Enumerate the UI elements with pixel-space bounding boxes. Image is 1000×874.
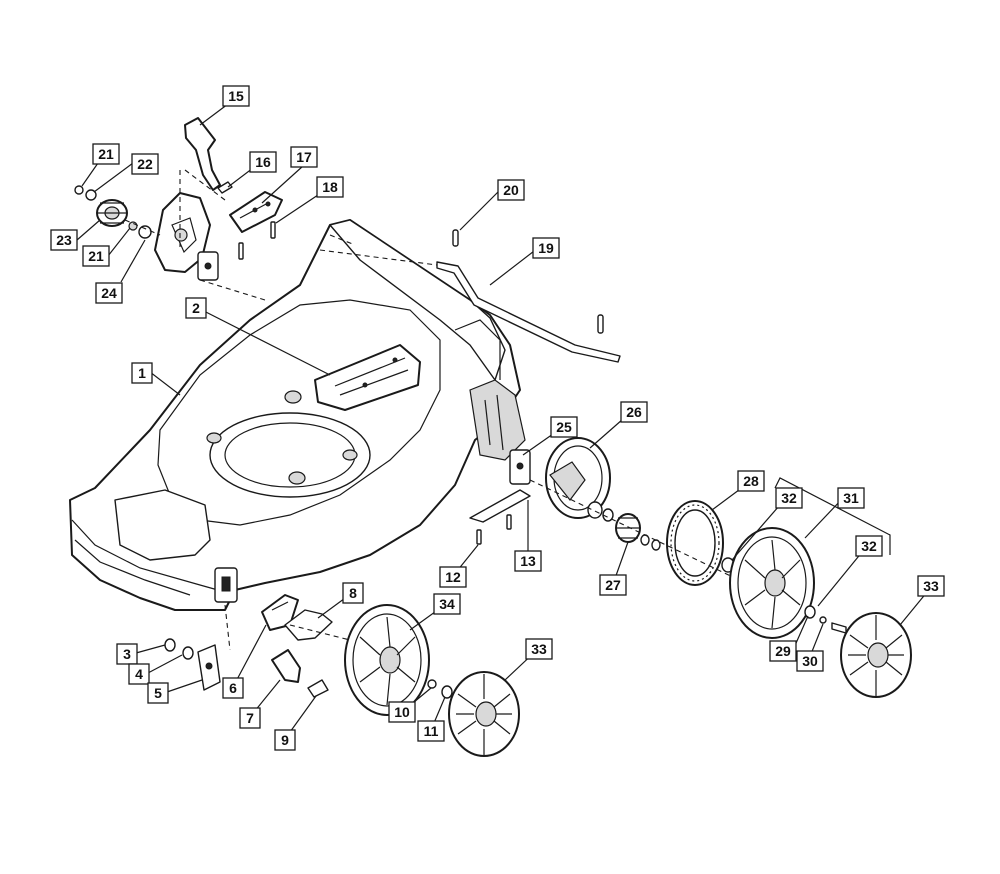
callout-9: 9	[274, 729, 296, 751]
callout-25: 25	[550, 416, 578, 438]
callout-label: 22	[137, 156, 153, 172]
callout-label: 32	[861, 538, 877, 554]
front-hubcap	[448, 671, 520, 757]
rear-drive-assembly	[469, 437, 761, 591]
callout-32-upper: 32	[775, 487, 803, 509]
height-adjust-assembly	[74, 117, 283, 301]
callout-4: 4	[128, 663, 150, 685]
callout-13: 13	[514, 550, 542, 572]
deck-cover-plate	[314, 344, 421, 411]
callout-label: 2	[192, 300, 200, 316]
callout-34: 34	[433, 593, 461, 615]
callout-label: 9	[281, 732, 289, 748]
callout-18: 18	[316, 176, 344, 198]
callout-17: 17	[290, 146, 318, 168]
callout-33-right: 33	[917, 575, 945, 597]
callout-label: 21	[88, 248, 104, 264]
callout-label: 3	[123, 646, 131, 662]
callout-label: 30	[802, 653, 818, 669]
callout-6: 6	[222, 677, 244, 699]
rear-hubcap	[840, 612, 912, 698]
callout-label: 16	[255, 154, 271, 170]
callout-19: 19	[532, 237, 560, 259]
callout-label: 6	[229, 680, 237, 696]
callout-22: 22	[131, 153, 159, 175]
callout-label: 27	[605, 577, 621, 593]
callout-1: 1	[131, 362, 153, 384]
callout-label: 7	[246, 710, 254, 726]
callout-31: 31	[837, 487, 865, 509]
callout-30: 30	[796, 650, 824, 672]
callout-label: 8	[349, 585, 357, 601]
callout-16: 16	[249, 151, 277, 173]
callout-24: 24	[95, 282, 123, 304]
callout-label: 33	[923, 578, 939, 594]
front-adjust-parts	[164, 594, 351, 698]
rear-axle-rod	[436, 261, 621, 363]
callout-label: 13	[520, 553, 536, 569]
callout-11: 11	[417, 720, 445, 742]
callout-33-left: 33	[525, 638, 553, 660]
callout-7: 7	[239, 707, 261, 729]
callout-label: 29	[775, 643, 791, 659]
callout-label: 20	[503, 182, 519, 198]
callout-29: 29	[769, 640, 797, 662]
callout-label: 4	[135, 666, 143, 682]
callout-label: 12	[445, 569, 461, 585]
callout-label: 17	[296, 149, 312, 165]
callout-21-bottom: 21	[82, 245, 110, 267]
callout-27: 27	[599, 574, 627, 596]
callout-label: 11	[424, 723, 439, 739]
callout-label: 34	[439, 596, 455, 612]
callout-label: 28	[743, 473, 759, 489]
front-wheel	[344, 604, 453, 716]
callout-label: 21	[98, 146, 114, 162]
axle-pin	[452, 229, 604, 334]
callout-label: 26	[626, 404, 642, 420]
mower-deck	[69, 219, 526, 611]
callout-label: 1	[138, 365, 146, 381]
callout-8: 8	[342, 582, 364, 604]
callout-10: 10	[388, 701, 416, 723]
callout-label: 23	[56, 232, 72, 248]
callout-label: 19	[538, 240, 554, 256]
callout-label: 33	[531, 641, 547, 657]
callout-label: 32	[781, 490, 797, 506]
callout-12: 12	[439, 566, 467, 588]
rear-wheel	[729, 477, 891, 639]
callout-label: 15	[228, 88, 244, 104]
callout-3: 3	[116, 643, 138, 665]
callout-label: 25	[556, 419, 572, 435]
callout-15: 15	[222, 85, 250, 107]
callout-5: 5	[147, 682, 169, 704]
callout-28: 28	[737, 470, 765, 492]
callout-label: 10	[394, 704, 410, 720]
callout-label: 24	[101, 285, 117, 301]
callout-20: 20	[497, 179, 525, 201]
callout-label: 5	[154, 685, 162, 701]
callout-2: 2	[185, 297, 207, 319]
callout-26: 26	[620, 401, 648, 423]
callout-label: 18	[322, 179, 338, 195]
callout-32-lower: 32	[855, 535, 883, 557]
callout-21-top: 21	[92, 143, 120, 165]
callout-label: 31	[843, 490, 859, 506]
callouts: 1 2 3 4 5 6 7 8 9 10 11 12 13 15 16 17 1…	[50, 85, 945, 751]
callout-23: 23	[50, 229, 78, 251]
